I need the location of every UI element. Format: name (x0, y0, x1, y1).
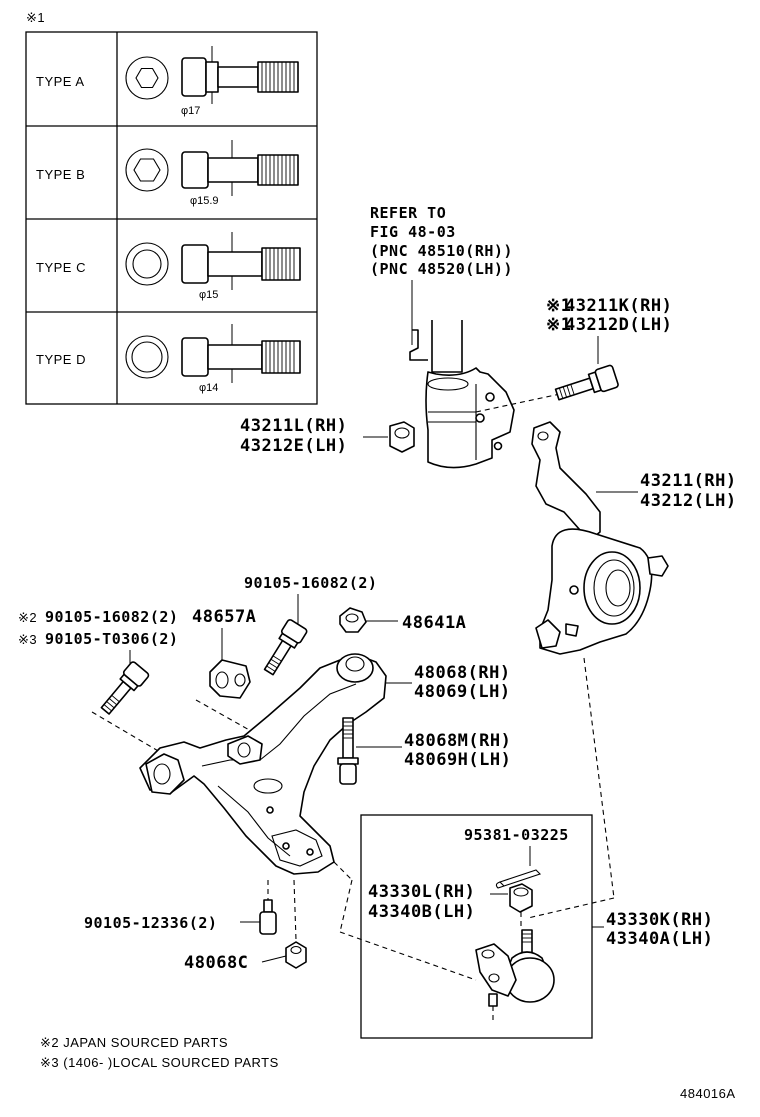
nut-43330l-rh-label: 43330L(RH) (368, 882, 475, 902)
nut-43212e-lh-label: 43212E(LH) (240, 436, 347, 456)
type-d-diameter: φ14 (199, 382, 218, 394)
nut-48641a-drawing (339, 607, 367, 633)
arm-48068-rh-label: 48068(RH) (414, 663, 511, 683)
ball-joint-lh-label: 43340A(LH) (606, 929, 713, 949)
arm-48069-lh-label: 48069(LH) (414, 682, 511, 702)
bolt-16082-b-label: 90105-16082(2) (45, 608, 178, 626)
nut-48068c-drawing (285, 941, 307, 969)
bolt-12336-label: 90105-12336(2) (84, 914, 217, 932)
steering-knuckle-drawing (531, 421, 669, 655)
nut-43340b-lh-label: 43340B(LH) (368, 902, 475, 922)
nut-43211l-drawing (389, 421, 415, 453)
castle-nut-drawing (509, 883, 533, 913)
bolt-43211k-drawing (554, 364, 619, 401)
figure-id: 484016A (680, 1086, 736, 1101)
bracket-48657a-label: 48657A (192, 607, 256, 627)
bolt-t0306-drawing (100, 661, 150, 715)
refer-line-2: FIG 48-03 (370, 223, 456, 241)
bracket-48657a-drawing (209, 659, 251, 699)
type-c-diameter: φ15 (199, 289, 218, 301)
bolt-16082-label: 90105-16082(2) (244, 574, 377, 592)
type-a-label: TYPE A (36, 74, 85, 89)
bolt-48068m-drawing (337, 717, 359, 785)
type-c-stud-drawing (125, 232, 301, 290)
knuckle-lh-label: 43212(LH) (640, 491, 737, 511)
note-japan-sourced: ※2 JAPAN SOURCED PARTS (40, 1035, 228, 1050)
type-table-marker: ※1 (26, 10, 45, 25)
ball-joint-rh-label: 43330K(RH) (606, 910, 713, 930)
bolt-16082-b-mark: ※2 (18, 610, 37, 625)
type-d-stud-drawing (125, 324, 301, 383)
type-d-label: TYPE D (36, 352, 86, 367)
strut-drawing (409, 320, 561, 469)
nut-48641a-label: 48641A (402, 613, 466, 633)
bolt-12336-drawing (259, 899, 277, 935)
nut-43211l-rh-label: 43211L(RH) (240, 416, 347, 436)
type-a-stud-drawing (125, 46, 299, 104)
type-b-diameter: φ15.9 (190, 195, 219, 207)
type-a-diameter: φ17 (181, 105, 200, 117)
cotter-pin-label: 95381-03225 (464, 826, 569, 844)
bolt-t0306-label: 90105-T0306(2) (45, 630, 178, 648)
type-b-label: TYPE B (36, 167, 85, 182)
bolt-43212d-mark: ※1 (546, 315, 571, 335)
nut-48068c-label: 48068C (184, 953, 248, 973)
refer-line-4: (PNC 48520(LH)) (370, 260, 513, 278)
bolt-43212d-lh-label: 43212D(LH) (565, 315, 672, 335)
bolt-t0306-mark: ※3 (18, 632, 37, 647)
ball-joint-drawing (475, 929, 555, 1007)
bolt-43211k-mark: ※1 (546, 296, 571, 316)
type-b-stud-drawing (125, 140, 299, 196)
knuckle-rh-label: 43211(RH) (640, 471, 737, 491)
bolt-43211k-rh-label: 43211K(RH) (565, 296, 672, 316)
refer-line-3: (PNC 48510(RH)) (370, 242, 513, 260)
refer-note: REFER TO FIG 48-03 (PNC 48510(RH)) (PNC … (370, 204, 513, 345)
note-local-sourced: ※3 (1406- )LOCAL SOURCED PARTS (40, 1055, 279, 1070)
bolt-48068m-rh-label: 48068M(RH) (404, 731, 511, 751)
cotter-pin-drawing (495, 869, 542, 889)
refer-line-1: REFER TO (370, 204, 446, 222)
bolt-16082-drawing (263, 619, 308, 676)
type-table-frame (25, 31, 318, 405)
bolt-48069h-lh-label: 48069H(LH) (404, 750, 511, 770)
lower-arm-drawing (139, 653, 387, 875)
ball-joint-box (360, 814, 593, 1039)
type-c-label: TYPE C (36, 260, 86, 275)
wheel-stud-type-table: ※1 TYPE A TYPE B TYPE C TYPE D φ17 (25, 10, 318, 405)
